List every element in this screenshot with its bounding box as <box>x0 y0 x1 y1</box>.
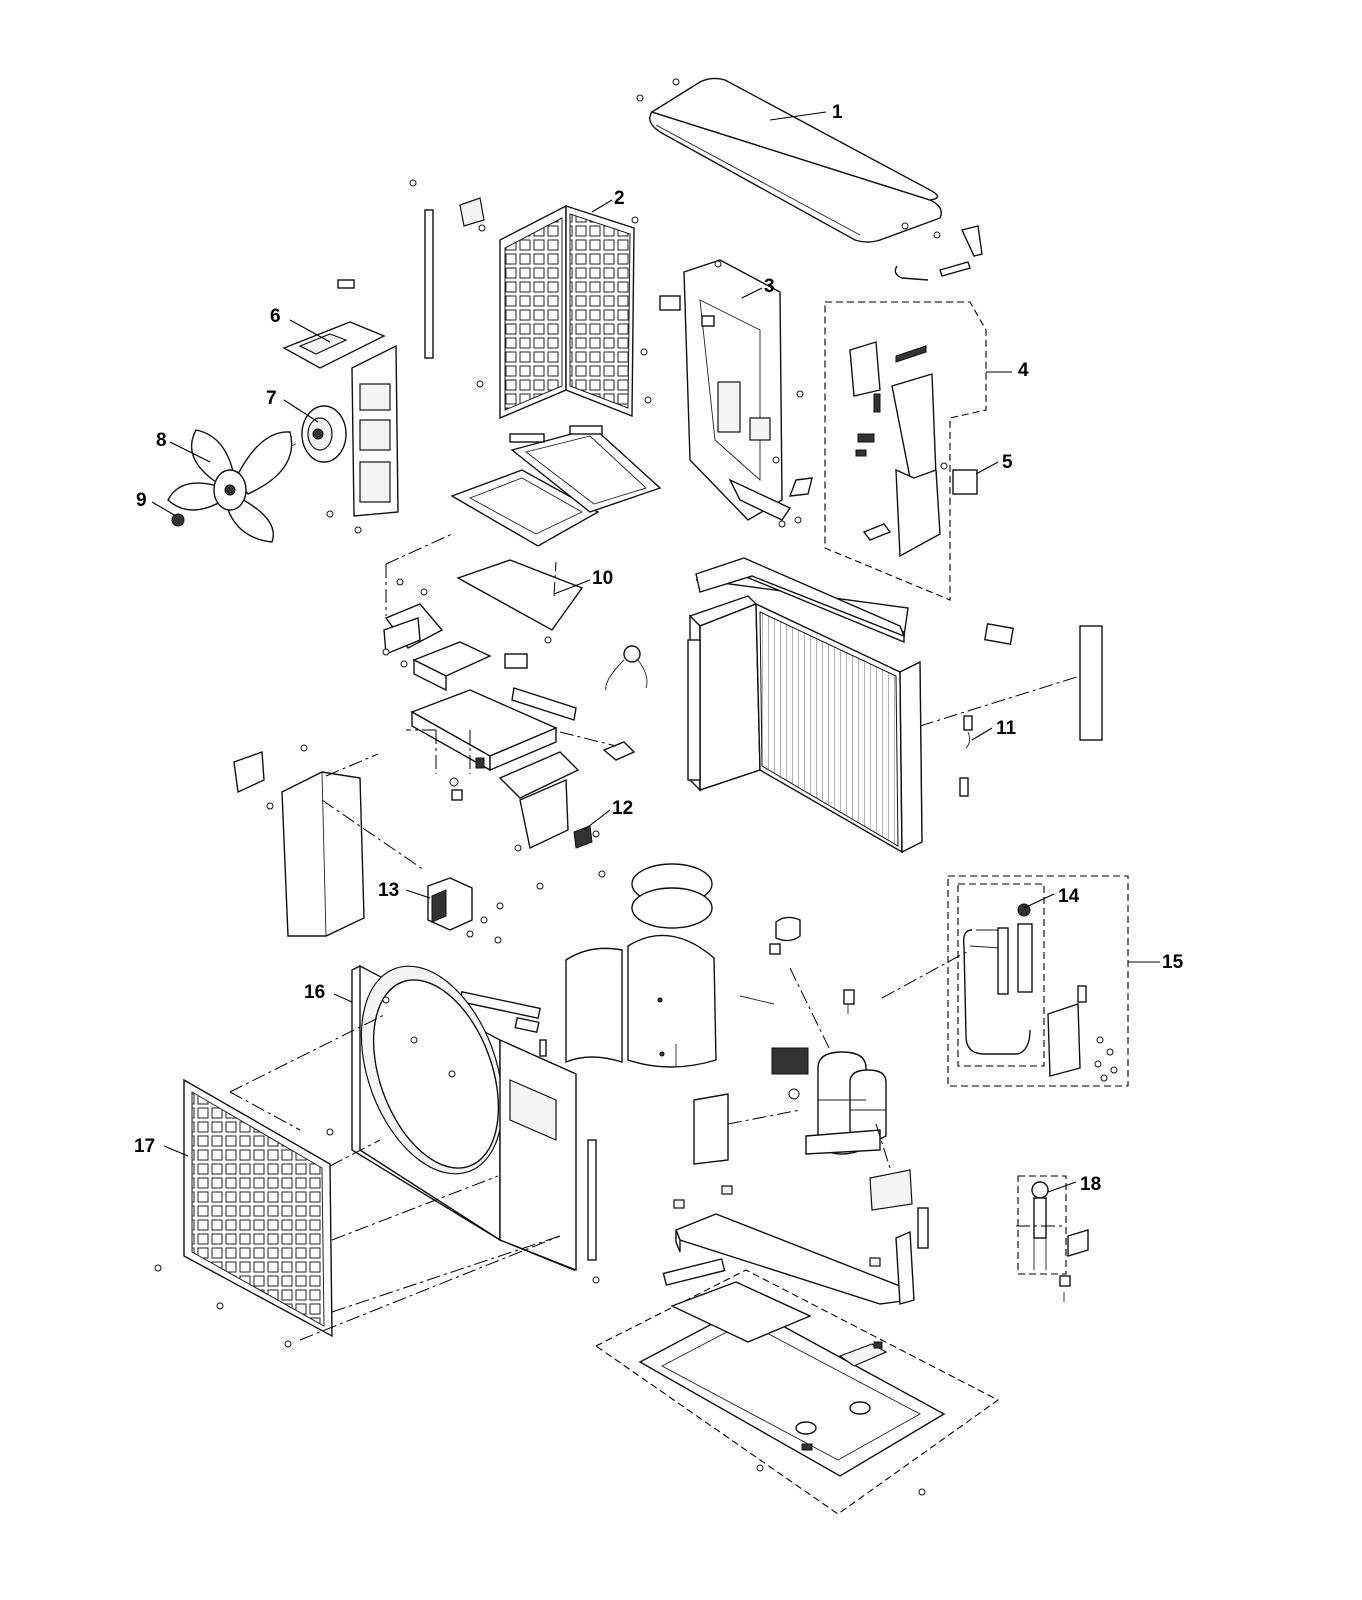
part-solenoid-coil <box>739 916 855 1014</box>
part-terminal-block <box>573 825 600 849</box>
alignment-lines <box>229 533 1081 1341</box>
part-insulator-sheet <box>511 687 577 721</box>
part-terminal-label <box>952 469 978 495</box>
part-small-clip <box>337 279 355 289</box>
part-spacer <box>539 1039 547 1057</box>
part-reactor <box>427 877 504 944</box>
part-compressor-insulation <box>565 863 717 1068</box>
callout-14: 14 <box>1058 886 1080 907</box>
part-compressor-label <box>869 1169 913 1211</box>
part-thermistor <box>959 715 973 797</box>
callout-6: 6 <box>270 306 281 327</box>
part-rear-grille <box>409 179 652 420</box>
part-main-pcb <box>456 559 584 644</box>
part-propeller-fan <box>167 429 293 543</box>
part-control-box-assembly <box>824 301 987 601</box>
callout-7: 7 <box>266 388 277 409</box>
part-fan-motor <box>285 405 347 463</box>
callout-4: 4 <box>1018 360 1029 381</box>
callout-9: 9 <box>136 490 147 511</box>
part-terminal-cover <box>771 1047 809 1075</box>
callout-15: 15 <box>1162 952 1184 973</box>
callout-12: 12 <box>612 798 633 819</box>
part-base-block <box>662 1258 726 1286</box>
part-coil-side-plate <box>1079 625 1103 741</box>
part-motor-support-frame <box>326 344 399 534</box>
part-base-strip-small <box>514 1016 540 1034</box>
part-compressor <box>805 1051 887 1155</box>
callout-labels: 1 2 3 4 5 6 7 8 9 10 11 12 13 14 15 16 1… <box>134 102 1184 1195</box>
part-motor-bracket-top <box>282 321 386 369</box>
callout-5: 5 <box>1002 452 1013 473</box>
callout-3: 3 <box>764 276 775 297</box>
callout-11: 11 <box>996 718 1017 739</box>
part-top-panel <box>636 77 983 281</box>
leader-lines <box>151 111 1160 1193</box>
part-sound-pad <box>693 1093 729 1165</box>
part-coil-top-cover <box>695 557 906 638</box>
part-front-grille <box>154 1078 333 1348</box>
part-partition-plate <box>659 259 813 528</box>
part-control-tray <box>450 425 662 547</box>
callout-17: 17 <box>134 1136 155 1157</box>
part-vertical-rod <box>424 209 434 359</box>
callout-10: 10 <box>592 568 613 589</box>
callout-13: 13 <box>378 880 399 901</box>
part-base-piping <box>673 1185 929 1305</box>
callout-8: 8 <box>156 430 167 451</box>
callout-18: 18 <box>1080 1174 1101 1195</box>
part-left-side-panel <box>233 744 365 937</box>
callout-1: 1 <box>832 102 843 123</box>
part-condenser-coil <box>687 564 923 854</box>
part-expansion-valve <box>1017 1175 1089 1302</box>
part-front-panel <box>326 964 600 1284</box>
callout-2: 2 <box>614 188 625 209</box>
part-reactor-box <box>412 641 492 692</box>
part-wire-harness <box>605 645 648 691</box>
part-terminal-bracket <box>449 751 580 850</box>
part-fan-nut <box>171 513 185 527</box>
callout-16: 16 <box>304 982 325 1003</box>
part-small-pad <box>504 653 528 669</box>
part-coil-pad <box>983 623 1015 645</box>
part-pcb-bracket <box>382 578 444 668</box>
part-valve-assembly <box>947 875 1129 1087</box>
part-base-pan <box>594 1269 1000 1515</box>
